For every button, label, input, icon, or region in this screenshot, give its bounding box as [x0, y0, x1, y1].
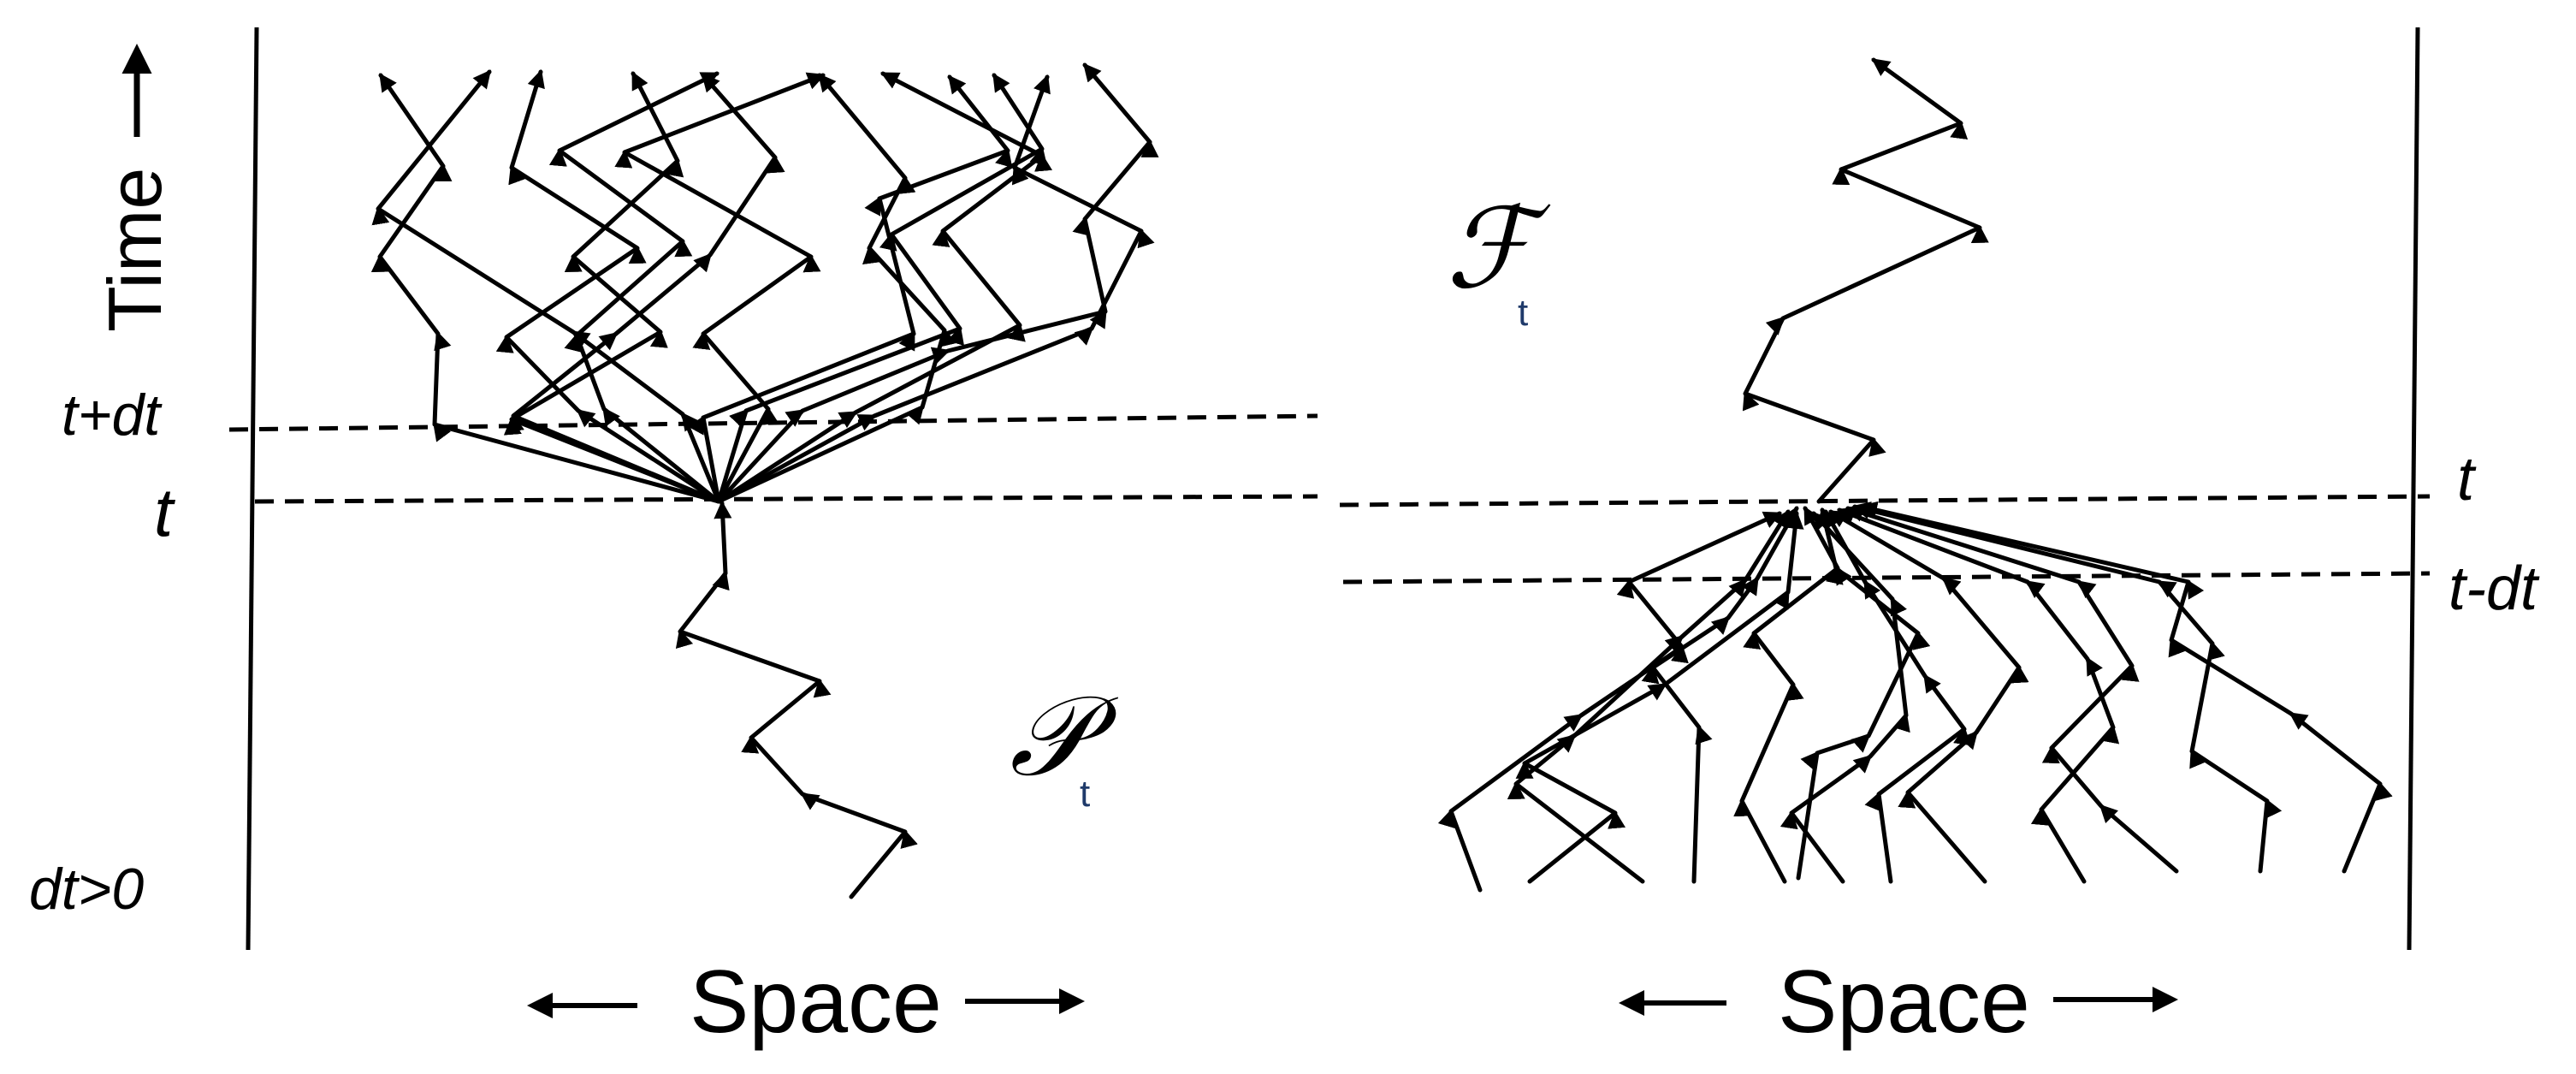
left-panel: Time t+dt t dt>0 𝒫 t Space — [29, 27, 1318, 1052]
time-axis: Time — [92, 44, 177, 332]
branch-path — [495, 68, 721, 504]
branch-path — [716, 73, 957, 504]
merge-path — [1837, 507, 2120, 884]
branch-path — [716, 62, 1159, 504]
merge-path — [1845, 504, 2179, 874]
left-space-axis: Space — [527, 952, 1085, 1052]
merge-path — [1641, 506, 1799, 884]
merge-path — [1796, 507, 1931, 881]
branch-path — [548, 71, 721, 504]
right-line-upper-label: t — [2457, 445, 2477, 513]
future-trajectory — [1742, 57, 1989, 504]
left-line-t-plus-dt — [228, 413, 1318, 432]
branch-path — [503, 71, 721, 504]
left-line-lower-label: t — [154, 474, 175, 550]
condition-label: dt>0 — [29, 857, 144, 922]
merge-path — [1507, 509, 1791, 884]
right-panel-boundary — [2407, 27, 2420, 951]
past-set-subscript: t — [1080, 773, 1090, 815]
merge-path — [1823, 509, 1971, 884]
right-line-t — [1339, 494, 2431, 507]
merge-path — [1437, 511, 1782, 893]
left-line-upper-label: t+dt — [62, 383, 163, 448]
left-space-axis-label: Space — [690, 952, 942, 1052]
time-axis-label: Time — [92, 168, 177, 332]
past-set-symbol: 𝒫 — [1010, 671, 1118, 801]
branch-path — [506, 73, 785, 504]
right-space-axis-label: Space — [1778, 952, 2030, 1052]
right-line-lower-label: t-dt — [2449, 555, 2540, 623]
future-branches — [370, 62, 1159, 504]
past-trajectory — [675, 500, 918, 899]
left-line-t — [254, 494, 1318, 504]
future-set-symbol: ℱ — [1446, 183, 1551, 313]
future-set-subscript: t — [1518, 292, 1528, 334]
left-panel-boundary — [246, 27, 259, 951]
right-line-t-minus-dt — [1342, 571, 2431, 584]
branch-path — [716, 74, 1155, 504]
past-branches — [1437, 501, 2393, 893]
branch-path — [614, 72, 826, 504]
right-panel: t t-dt ℱ t Space — [1339, 27, 2540, 1052]
merge-path — [1858, 501, 2393, 874]
right-space-axis: Space — [1619, 952, 2178, 1052]
